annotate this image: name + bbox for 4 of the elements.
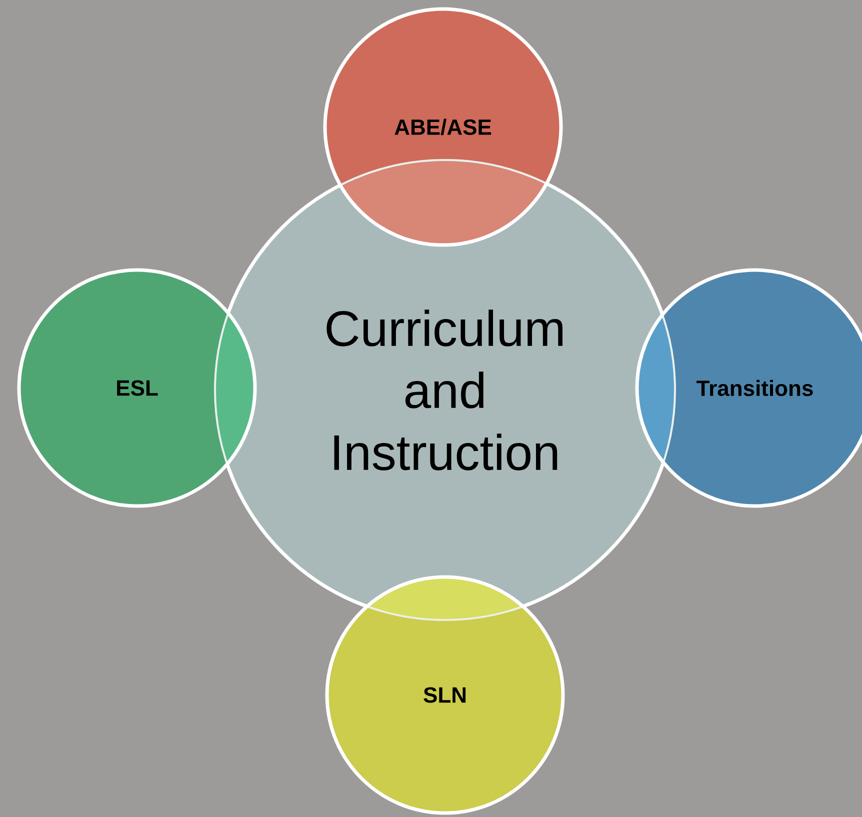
node-label: SLN [424, 687, 466, 703]
node-label: ABE/ASE [394, 118, 492, 136]
node-label: ESL [117, 380, 158, 396]
node-label: Transitions [696, 380, 813, 396]
